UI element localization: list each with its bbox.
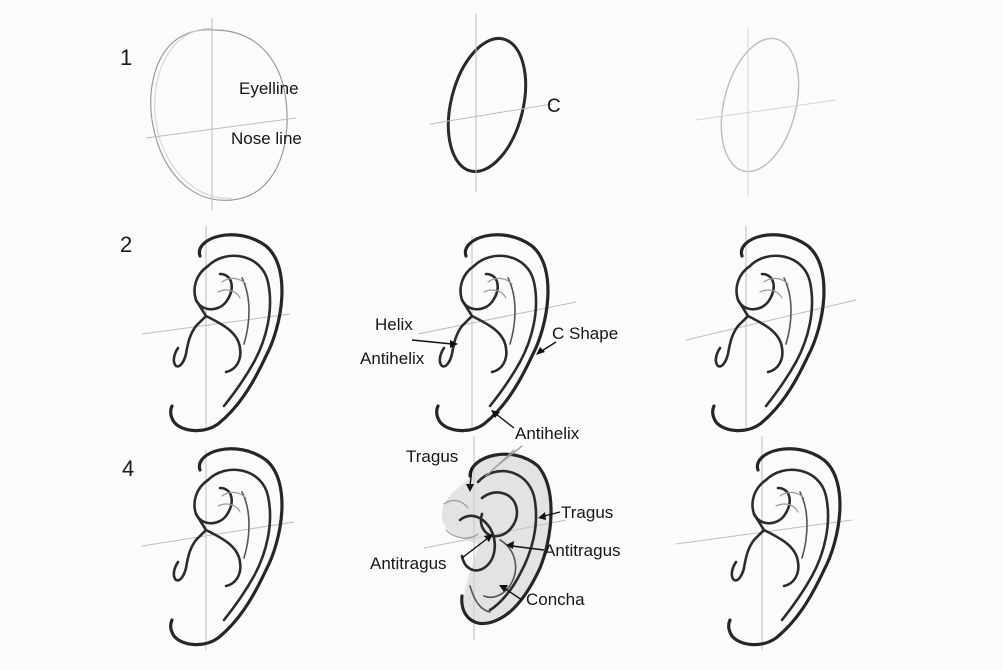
label-nose-line: Nose line bbox=[231, 129, 302, 148]
label-tragus-right: Tragus bbox=[561, 503, 614, 522]
label-concha: Concha bbox=[526, 590, 585, 609]
annotation-arrows-row2 bbox=[411, 339, 557, 429]
ear-sketch-row3-left bbox=[141, 447, 295, 650]
head-oval-sketch bbox=[145, 18, 297, 210]
label-antihelix-bottom: Antihelix bbox=[515, 424, 580, 443]
label-helix: Helix bbox=[375, 315, 413, 334]
ear-sketch-row2-left bbox=[141, 226, 291, 433]
label-c: C bbox=[547, 96, 561, 117]
label-antitragus-right: Antitragus bbox=[544, 541, 621, 560]
label-c-shape: C Shape bbox=[552, 324, 619, 343]
step-number-4: 4 bbox=[122, 456, 135, 481]
label-tragus-top: Tragus bbox=[406, 447, 459, 466]
ear-oval-faint bbox=[695, 28, 837, 196]
step-number-1: 1 bbox=[120, 45, 133, 70]
label-eyeline: Eyelline bbox=[239, 79, 299, 98]
ear-shaded-detailed bbox=[423, 436, 567, 640]
label-antihelix-left: Antihelix bbox=[360, 349, 425, 368]
label-antitragus-left: Antitragus bbox=[370, 554, 447, 573]
ear-sketch-row3-right bbox=[675, 436, 853, 650]
ear-sketch-row2-right bbox=[685, 226, 857, 433]
ear-oval-outline bbox=[429, 14, 553, 192]
ear-sketch-row2-center bbox=[417, 233, 577, 433]
step-number-2: 2 bbox=[120, 232, 133, 257]
annotation-arrows-row3 bbox=[461, 467, 561, 601]
